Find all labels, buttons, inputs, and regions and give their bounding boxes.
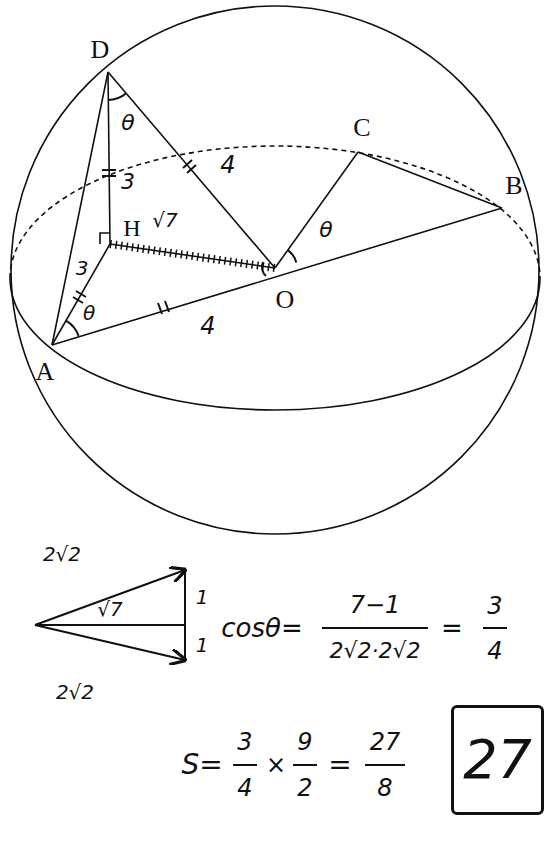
edge-cb bbox=[358, 152, 502, 208]
point-label: C bbox=[353, 115, 370, 141]
length-label: 2√2 bbox=[56, 682, 94, 702]
angle-arc bbox=[288, 250, 297, 262]
formula-text: 4 bbox=[237, 776, 252, 800]
formula-text: × bbox=[266, 753, 286, 777]
point-label: D bbox=[91, 37, 110, 63]
formula-text: 4 bbox=[487, 639, 502, 663]
angle-arc bbox=[262, 262, 266, 276]
formula-text: S= bbox=[181, 751, 222, 779]
edge-da bbox=[52, 72, 108, 345]
formula-text: = bbox=[441, 615, 463, 641]
vector-sketch bbox=[35, 570, 185, 660]
answer-box: 27 bbox=[451, 705, 544, 815]
angle-label: θ bbox=[319, 219, 332, 241]
length-label: 3 bbox=[76, 258, 89, 278]
length-label: 3 bbox=[121, 171, 135, 193]
diameter-ab bbox=[52, 208, 502, 345]
edge-oc bbox=[275, 152, 358, 268]
point-label: O bbox=[276, 287, 295, 313]
answer-text: 27 bbox=[463, 733, 532, 787]
equator-front bbox=[10, 278, 540, 410]
length-label: √7 bbox=[152, 210, 177, 230]
segment-ho bbox=[110, 244, 275, 268]
formula-text: 3 bbox=[237, 730, 252, 754]
angle-label: θ bbox=[83, 303, 95, 323]
formula-text: 9 bbox=[297, 730, 312, 754]
formula-text: cosθ= bbox=[221, 615, 302, 641]
sphere-outline bbox=[11, 6, 539, 534]
formula-text: 2 bbox=[297, 776, 312, 800]
length-label: 2√2 bbox=[43, 544, 81, 564]
length-label: 4 bbox=[200, 314, 215, 338]
tick-marks bbox=[73, 160, 196, 314]
point-label: H bbox=[123, 216, 140, 240]
formula-text: 3 bbox=[487, 594, 502, 618]
formula-text: 2√2·2√2 bbox=[329, 640, 420, 662]
formula-text: = bbox=[328, 751, 351, 779]
point-label: A bbox=[36, 359, 55, 385]
formula-text: 8 bbox=[377, 776, 392, 800]
edge-do bbox=[108, 72, 275, 268]
angle-arc bbox=[66, 321, 79, 336]
segment-ho-hatch bbox=[110, 244, 275, 268]
edge-ah bbox=[52, 244, 110, 345]
length-label: 4 bbox=[220, 153, 235, 177]
length-label: √7 bbox=[97, 599, 122, 619]
formula-text: 7−1 bbox=[350, 593, 401, 617]
angle-label: θ bbox=[121, 112, 134, 134]
point-label: B bbox=[505, 173, 522, 199]
length-label: 1 bbox=[196, 587, 209, 607]
angle-arc bbox=[108, 93, 126, 100]
edge-dh bbox=[108, 72, 110, 244]
formula-text: 27 bbox=[370, 730, 401, 754]
length-label: 1 bbox=[196, 635, 209, 655]
right-angle-mark bbox=[100, 233, 110, 244]
